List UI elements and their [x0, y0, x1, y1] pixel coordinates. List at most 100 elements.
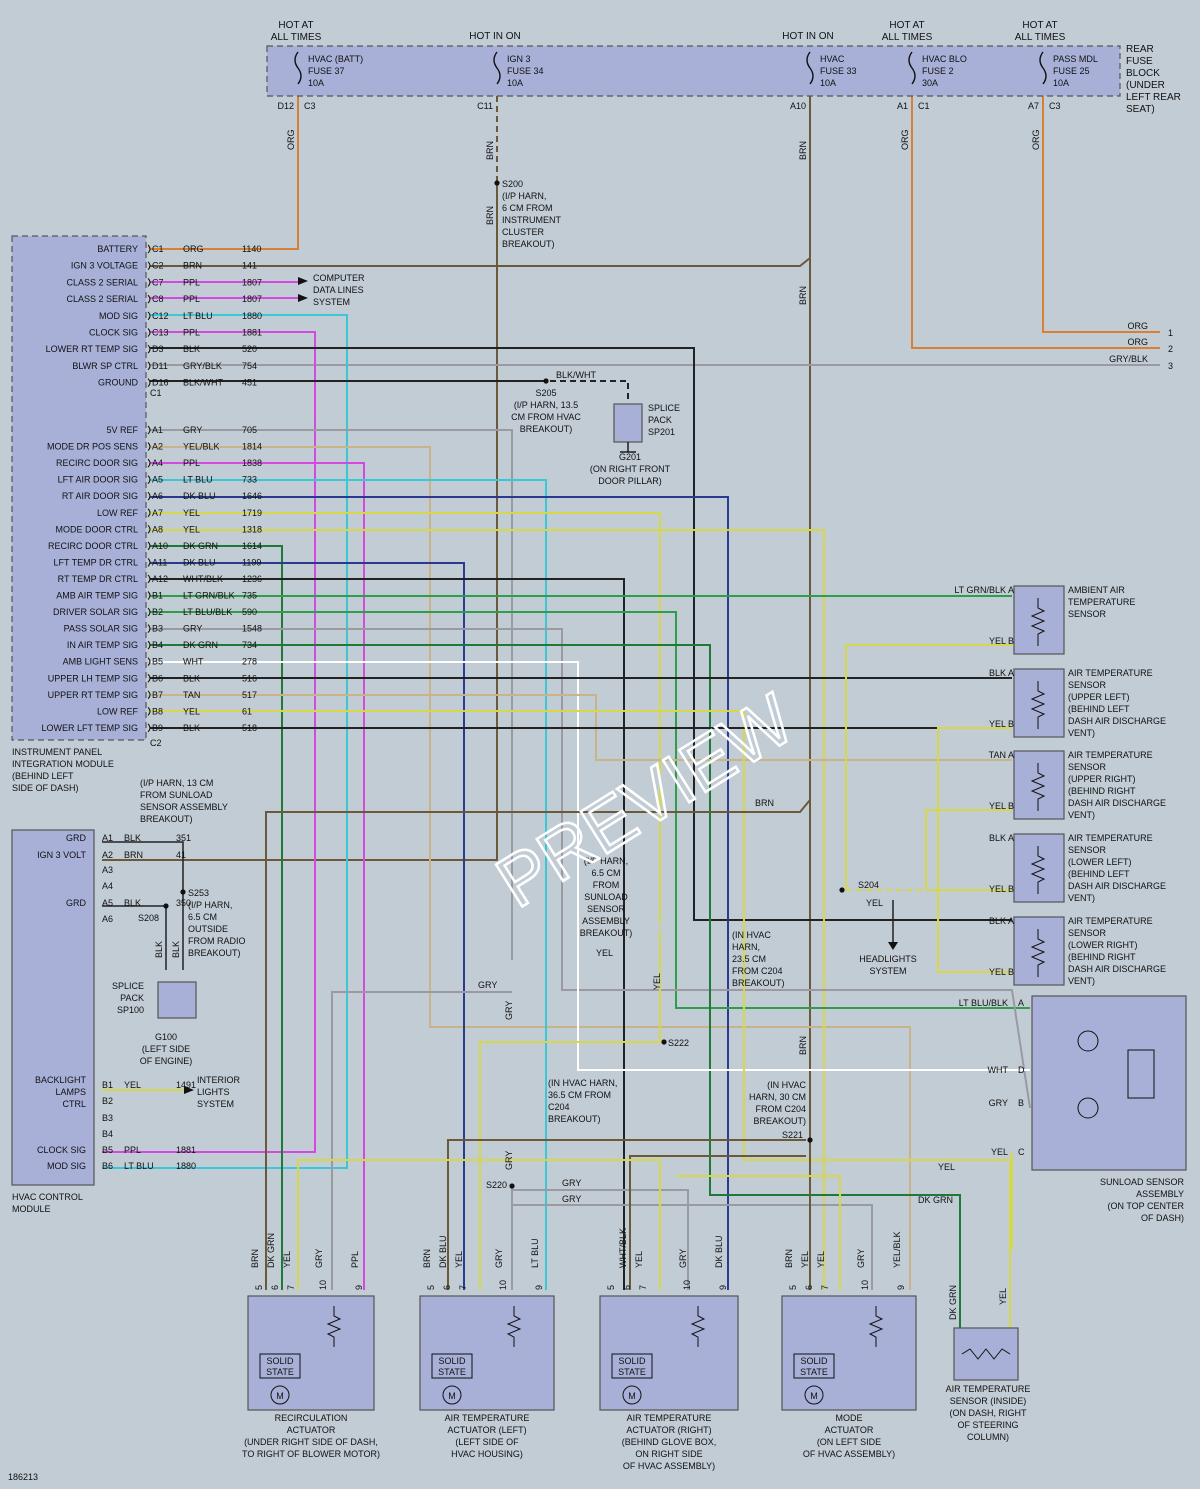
hvac-pin: B5: [102, 1145, 113, 1155]
interior-lights-label: SYSTEM: [197, 1099, 234, 1109]
s253-dot: [180, 889, 186, 895]
g100-label: OF ENGINE): [140, 1056, 193, 1066]
computer-data-label: DATA LINES: [313, 285, 364, 295]
ipim-circuit: 705: [242, 425, 257, 435]
c204-note: HARN,: [732, 942, 760, 952]
g201-label: G201: [619, 452, 641, 462]
ipim-pin: A4: [152, 458, 163, 468]
ipim-circuit: 1807: [242, 277, 262, 287]
wire-label: GRY: [562, 1178, 581, 1188]
thermistor-symbol: [961, 1348, 1011, 1360]
hvac-wire-color: YEL: [124, 1080, 141, 1090]
fuse-header: HOT AT: [889, 20, 924, 31]
right-connector-color: ORG: [1127, 337, 1148, 347]
actuator-pin: 5: [788, 1285, 798, 1290]
actuator-pin: 9: [534, 1285, 544, 1290]
hvac-pin: B1: [102, 1080, 113, 1090]
hvac-pin: B3: [102, 1113, 113, 1123]
ipim-wire-color: WHT/BLK: [183, 574, 223, 584]
ipim-wire-color: PPL: [183, 294, 200, 304]
wire-gry-mode: [512, 1204, 873, 1290]
fuse-pin: A10: [790, 101, 806, 111]
ipim-wire-color: LT GRN/BLK: [183, 591, 235, 601]
sensor-pin-a: A: [1008, 668, 1014, 678]
sensor-pin-a: A: [1008, 585, 1014, 595]
c204-note: FROM C204: [732, 966, 783, 976]
inside-wire-b: YEL: [998, 1288, 1008, 1305]
s200-label: (I/P HARN,: [502, 191, 546, 201]
sp100-label: PACK: [120, 993, 144, 1003]
wire-label: DK GRN: [918, 1195, 953, 1205]
fuse-label: 10A: [507, 78, 523, 88]
hvac-wire-color: BLK: [124, 833, 141, 843]
wire-brn-141: [102, 185, 498, 861]
temperature-sensor: [1013, 916, 1065, 986]
actuator-wire-color: GRY: [856, 1249, 866, 1268]
actuator-pin: 9: [896, 1285, 906, 1290]
ipim-pin: D16: [152, 378, 169, 388]
right-connector-pin: 3: [1168, 361, 1173, 371]
sensor-label: (BEHIND RIGHT: [1068, 952, 1136, 962]
wire-label: BLK: [171, 941, 181, 958]
sensor-label: (UPPER LEFT): [1068, 692, 1130, 702]
fuse-header: ALL TIMES: [271, 32, 322, 43]
solid-state-label: STATE: [438, 1367, 466, 1377]
solid-state-label: SOLID: [800, 1356, 828, 1366]
ipim-module: [11, 235, 147, 741]
wire-label: BRN: [485, 141, 495, 160]
s220-note: C204: [548, 1102, 570, 1112]
motor-symbol: [622, 1385, 642, 1405]
hvac-pin: A6: [102, 914, 113, 924]
ipim-circuit: 278: [242, 657, 257, 667]
sunload-label: SUNLOAD SENSOR: [1100, 1177, 1185, 1187]
wire-label: YEL: [652, 973, 662, 990]
inside-sensor-label: SENSOR (INSIDE): [950, 1396, 1027, 1406]
ipim-circuit: 520: [242, 344, 257, 354]
wire-label: GRY: [562, 1194, 581, 1204]
sunload-wire-color: WHT: [988, 1065, 1009, 1075]
hvac-circuit: 350: [176, 898, 191, 908]
actuator-label: (UNDER RIGHT SIDE OF DASH,: [244, 1437, 378, 1447]
motor-symbol: [804, 1385, 824, 1405]
fuse-label: FUSE 37: [308, 66, 345, 76]
sunload-inner: [1127, 1049, 1155, 1099]
fuse-label: FUSE 2: [922, 66, 954, 76]
ipim-pin: A2: [152, 442, 163, 452]
ipim-pin: D3: [152, 344, 164, 354]
actuator-pin: 9: [354, 1285, 364, 1290]
sensor-label: AIR TEMPERATURE: [1068, 916, 1153, 926]
ipim-wire-color: PPL: [183, 458, 200, 468]
fuse-connector: C3: [1049, 101, 1061, 111]
sensor-pin-b: B: [1008, 719, 1014, 729]
fuse-pin: A7: [1028, 101, 1039, 111]
actuator-wire-color: DK BLU: [714, 1235, 724, 1268]
ipim-pin: A8: [152, 524, 163, 534]
sensor-label: AIR TEMPERATURE: [1068, 750, 1153, 760]
sunload-label: (ON TOP CENTER: [1107, 1201, 1184, 1211]
ipim-circuit: 733: [242, 475, 257, 485]
ipim-circuit: 735: [242, 591, 257, 601]
actuator-body: [781, 1295, 917, 1411]
actuator-pin: 9: [718, 1285, 728, 1290]
wire-blk-351: [102, 841, 184, 888]
solid-state-label: STATE: [800, 1367, 828, 1377]
ipim-pin: A10: [152, 541, 168, 551]
ipim-wire-color: BLK: [183, 344, 200, 354]
sensor-wire-b: YEL: [989, 636, 1006, 646]
fuse-connector: C1: [918, 101, 930, 111]
ipim-connector: C1: [150, 388, 162, 398]
wire-label: BRN: [798, 1036, 808, 1055]
wire-label: ORG: [900, 129, 910, 150]
connector-symbol: [147, 558, 151, 567]
ipim-wire-color: GRY/BLK: [183, 361, 222, 371]
wire-whtblk-1236: [150, 578, 625, 1290]
wire-yel-mode: [676, 1175, 841, 1290]
fuse-header: ALL TIMES: [882, 32, 933, 43]
actuator-label: MODE: [836, 1413, 863, 1423]
s220-note: BREAKOUT): [548, 1114, 601, 1124]
sp201-label: PACK: [648, 415, 672, 425]
ipim-pin: C12: [152, 311, 169, 321]
fuse-header: HOT AT: [1022, 20, 1057, 31]
hvac-pin-label: MOD SIG: [47, 1161, 86, 1171]
